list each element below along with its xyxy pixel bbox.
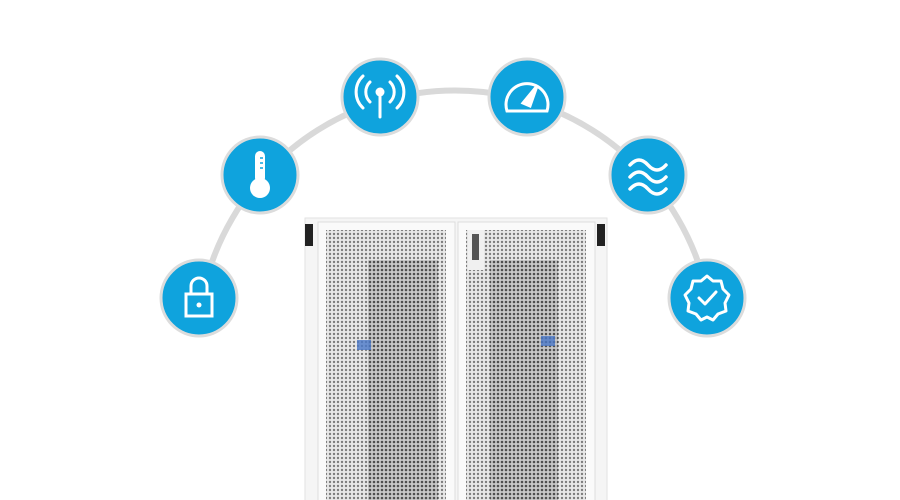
verified-badge-icon	[683, 274, 731, 322]
antenna-signal-icon	[354, 74, 406, 119]
feature-performance	[487, 57, 567, 137]
feature-lock	[159, 258, 239, 338]
rack-door-right	[457, 221, 596, 500]
speed-gauge-icon	[504, 82, 550, 113]
waves-icon	[628, 158, 668, 196]
feature-temperature	[220, 135, 300, 215]
feature-wireless	[340, 57, 420, 137]
feature-airflow	[608, 135, 688, 215]
thermometer-icon	[250, 151, 270, 198]
rack-door-left	[317, 221, 456, 500]
lock-icon	[184, 276, 214, 318]
server-rack	[304, 217, 608, 500]
feature-certified	[667, 258, 747, 338]
